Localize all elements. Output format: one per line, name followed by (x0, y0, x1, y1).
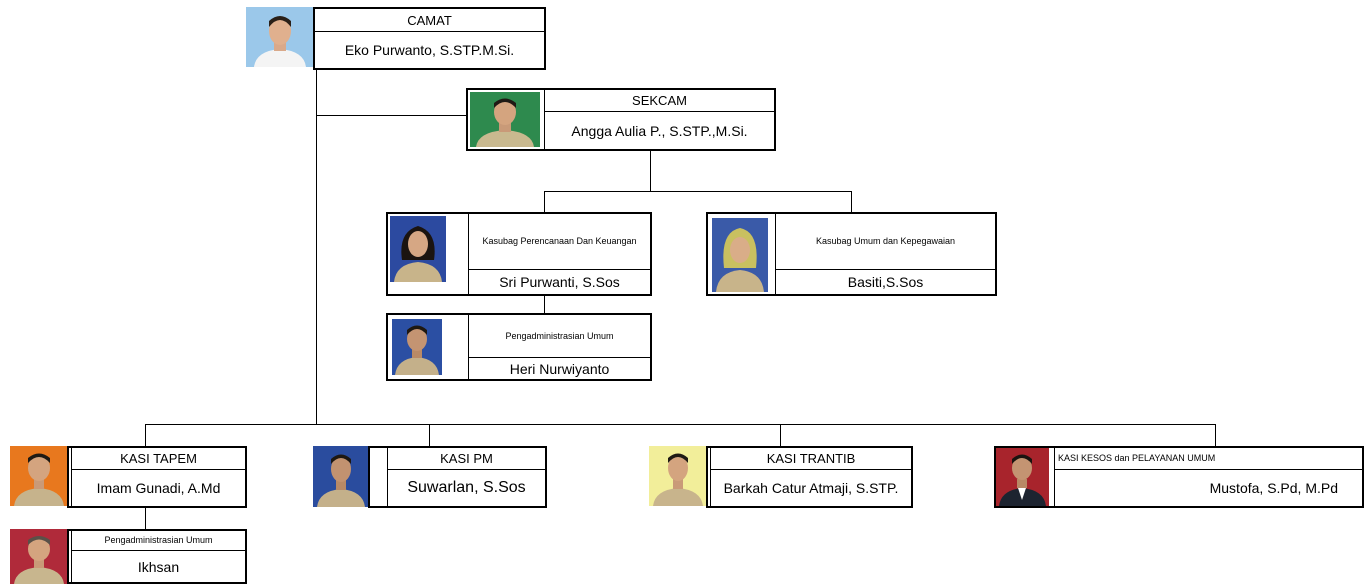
connector-keuangan-admin (544, 296, 545, 315)
kasubag-keuangan-name: Sri Purwanti, S.Sos (499, 274, 620, 290)
connector-kasi-tapem (145, 424, 146, 446)
person-photo-icon (10, 446, 68, 506)
pengadministrasian-sekcam-photo-icon (392, 319, 442, 375)
pengadministrasian-tapem-name: Ikhsan (137, 558, 180, 575)
person-photo-icon (996, 448, 1049, 506)
person-photo-icon (470, 92, 540, 147)
person-photo-icon (10, 529, 68, 584)
pengadministrasian-tapem-box: Pengadministrasian Umum Ikhsan (67, 529, 247, 584)
pengadministrasian-sekcam-title: Pengadministrasian Umum (469, 315, 650, 358)
connector-to-sekcam (316, 115, 468, 116)
pengadministrasian-sekcam-box: Pengadministrasian Umum Heri Nurwiyanto (386, 313, 652, 381)
kasi-trantib-name: Barkah Catur Atmaji, S.STP. (723, 480, 899, 496)
pengadministrasian-tapem-photo-icon (10, 529, 68, 584)
kasi-kesos-photo-icon (996, 448, 1049, 506)
kasi-kesos-name: Mustofa, S.Pd, M.Pd (1209, 480, 1338, 496)
kasi-tapem-title: KASI TAPEM (72, 448, 245, 470)
kasubag-keuangan-box: Kasubag Perencanaan Dan Keuangan Sri Pur… (386, 212, 652, 296)
person-photo-icon (246, 7, 314, 67)
kasubag-keuangan-title: Kasubag Perencanaan Dan Keuangan (469, 214, 650, 270)
person-photo-icon (649, 446, 707, 506)
camat-box: CAMAT Eko Purwanto, S.STP.M.Si. (313, 7, 546, 70)
sekcam-name: Angga Aulia P., S.STP.,M.Si. (571, 122, 748, 139)
connector-kasi-bar (145, 424, 1216, 425)
pengadministrasian-sekcam-name: Heri Nurwiyanto (509, 360, 610, 377)
kasubag-umum-box: Kasubag Umum dan Kepegawaian Basiti,S.So… (706, 212, 997, 296)
kasi-trantib-photo-icon (649, 446, 707, 506)
camat-name: Eko Purwanto, S.STP.M.Si. (344, 42, 515, 58)
kasubag-umum-name: Basiti,S.Sos (847, 274, 924, 290)
kasi-pm-title: KASI PM (388, 448, 545, 470)
kasi-tapem-name: Imam Gunadi, A.Md (96, 480, 221, 496)
kasi-trantib-box: KASI TRANTIB Barkah Catur Atmaji, S.STP. (706, 446, 913, 508)
connector-sekcam-down (650, 150, 651, 192)
kasi-pm-photo-icon (313, 446, 369, 507)
connector-kasi-pm (429, 424, 430, 446)
sekcam-title: SEKCAM (545, 90, 774, 112)
person-photo-icon (313, 446, 369, 507)
kasi-kesos-title: KASI KESOS dan PELAYANAN UMUM (1055, 448, 1362, 470)
person-photo-icon (392, 319, 442, 375)
camat-title: CAMAT (315, 9, 544, 32)
connector-camat-trunk (316, 66, 317, 425)
sekcam-box: SEKCAM Angga Aulia P., S.STP.,M.Si. (466, 88, 776, 151)
connector-kasi-kesos (1215, 424, 1216, 446)
connector-tapem-admin (145, 507, 146, 529)
connector-kasi-trantib (780, 424, 781, 446)
kasi-trantib-title: KASI TRANTIB (711, 448, 911, 470)
connector-kasubag-bar (544, 191, 852, 192)
person-photo-icon (712, 218, 768, 292)
sekcam-photo-icon (470, 92, 540, 147)
kasubag-umum-photo-icon (712, 218, 768, 292)
camat-photo-icon (246, 7, 314, 67)
person-photo-icon (390, 216, 446, 282)
kasi-kesos-box: KASI KESOS dan PELAYANAN UMUM Mustofa, S… (994, 446, 1364, 508)
kasi-pm-name: Suwarlan, S.Sos (407, 479, 526, 496)
connector-kasubag-keuangan (544, 191, 545, 214)
pengadministrasian-tapem-title: Pengadministrasian Umum (72, 531, 245, 551)
kasi-pm-box: KASI PM Suwarlan, S.Sos (368, 446, 547, 508)
kasubag-keuangan-photo-icon (390, 216, 446, 282)
kasubag-umum-title: Kasubag Umum dan Kepegawaian (776, 214, 995, 270)
kasi-tapem-box: KASI TAPEM Imam Gunadi, A.Md (67, 446, 247, 508)
kasi-tapem-photo-icon (10, 446, 68, 506)
connector-kasubag-umum (851, 191, 852, 214)
